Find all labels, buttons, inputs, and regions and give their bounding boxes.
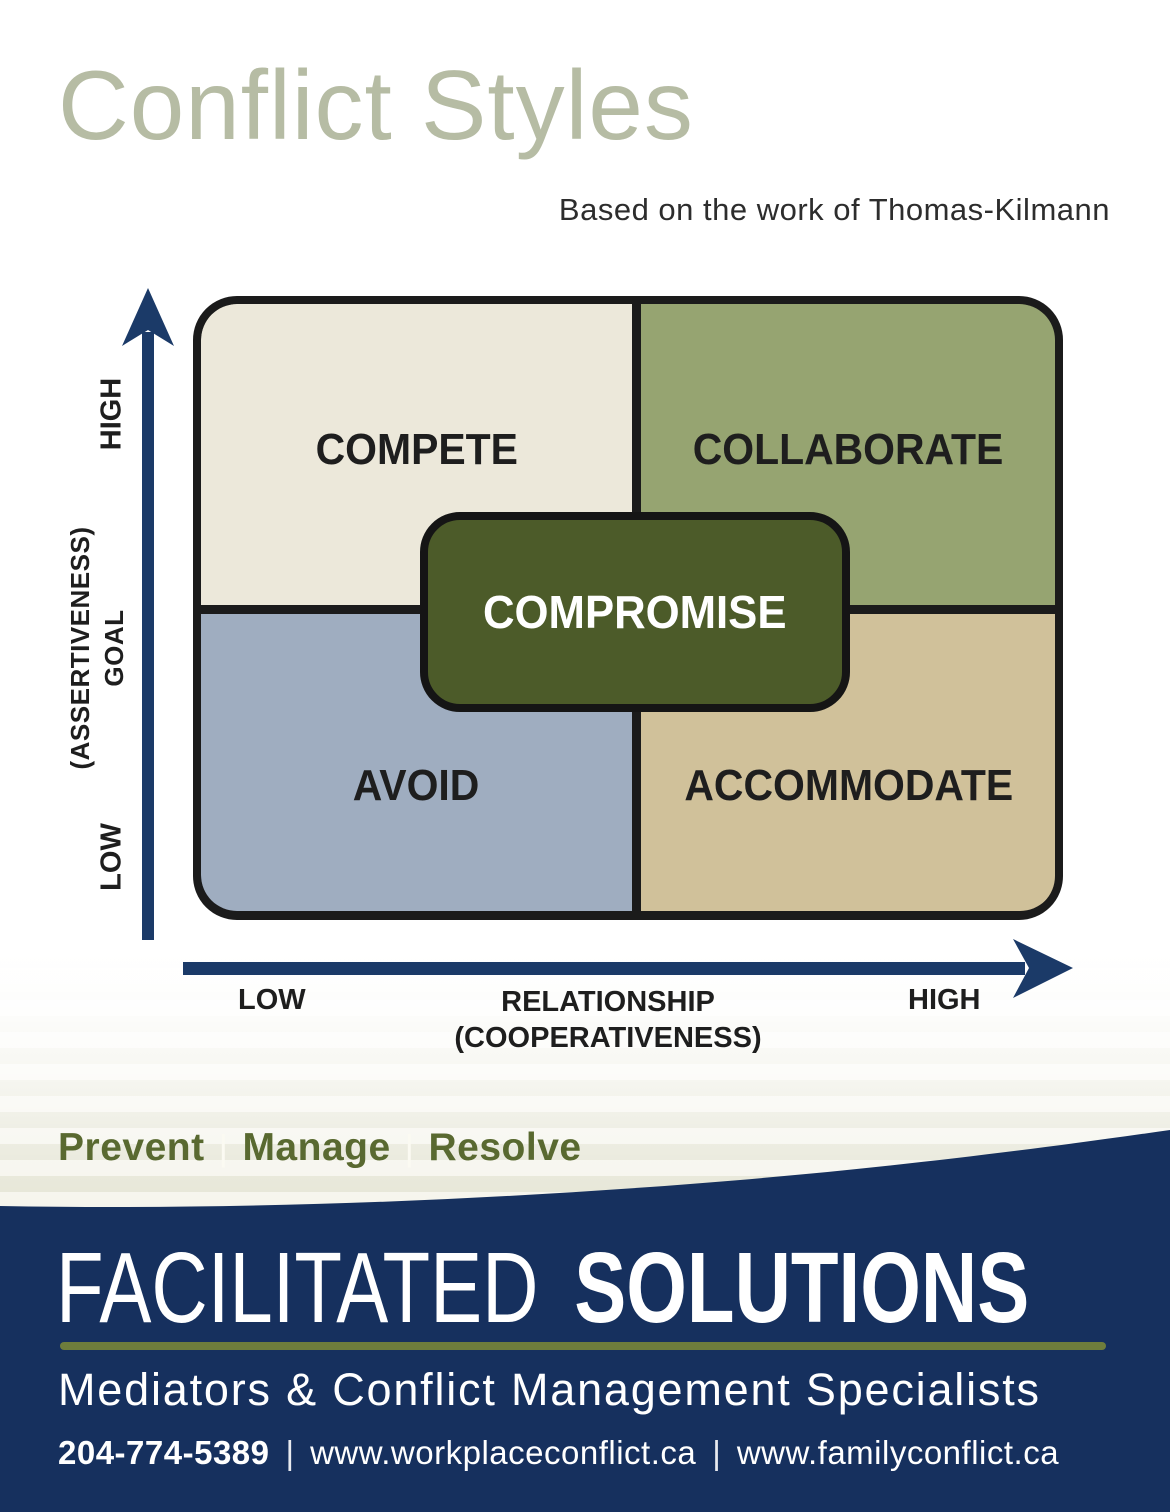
quadrant-compete-label: COMPETE [315, 424, 518, 474]
y-axis-arrow-icon [122, 288, 174, 940]
tagline-manage: Manage [242, 1126, 391, 1169]
quadrant-accommodate-label: ACCOMMODATE [684, 760, 1013, 810]
y-axis-title-secondary: (ASSERTIVENESS) [65, 526, 96, 770]
y-axis-low-label: LOW [95, 823, 128, 891]
footer-background [0, 1244, 1170, 1512]
attribution-text: Based on the work of Thomas-Kilmann [558, 192, 1110, 227]
contact-separator: | [285, 1434, 295, 1471]
y-axis-high-label: HIGH [95, 377, 128, 451]
contact-separator: | [712, 1434, 721, 1471]
x-axis-title-primary: RELATIONSHIP [501, 986, 715, 1018]
tagline-separator: | [218, 1127, 229, 1168]
compromise-label: COMPROMISE [483, 586, 787, 638]
brand-name: FACILITATED SOLUTIONS [56, 1238, 1029, 1338]
y-axis-title-primary: GOAL [99, 609, 129, 687]
tagline-prevent: Prevent [58, 1126, 205, 1169]
brand-divider-rule [60, 1342, 1106, 1350]
compromise-box: COMPROMISE [420, 512, 850, 712]
family-conflict-url: www.familyconflict.ca [736, 1434, 1060, 1471]
x-axis-title-secondary: (COOPERATIVENESS) [454, 1022, 762, 1055]
x-axis-high-label: HIGH [908, 984, 981, 1016]
tagline-separator: | [404, 1127, 415, 1168]
phone-number: 204-774-5389 [58, 1434, 270, 1471]
brand-name-regular: FACILITATED [56, 1232, 539, 1344]
footer-contact: 204-774-5389 | www.workplaceconflict.ca … [58, 1434, 1059, 1472]
workplace-conflict-url: www.workplaceconflict.ca [310, 1434, 697, 1471]
quadrant-avoid-label: AVOID [353, 760, 480, 810]
footer-subtitle: Mediators & Conflict Management Speciali… [58, 1364, 1041, 1415]
x-axis-low-label: LOW [238, 984, 306, 1016]
x-axis-title: RELATIONSHIP (COOPERATIVENESS) [454, 984, 761, 1057]
quadrant-collaborate-label: COLLABORATE [693, 424, 1004, 474]
page-title: Conflict Styles [58, 50, 694, 160]
y-axis-title: (ASSERTIVENESS) GOAL [64, 527, 132, 770]
footer-wave-shape [0, 1130, 1170, 1248]
tagline: Prevent | Manage | Resolve [58, 1126, 582, 1170]
brand-name-bold: SOLUTIONS [574, 1232, 1030, 1344]
tagline-resolve: Resolve [428, 1126, 582, 1169]
x-axis-arrow-icon [183, 939, 1073, 998]
